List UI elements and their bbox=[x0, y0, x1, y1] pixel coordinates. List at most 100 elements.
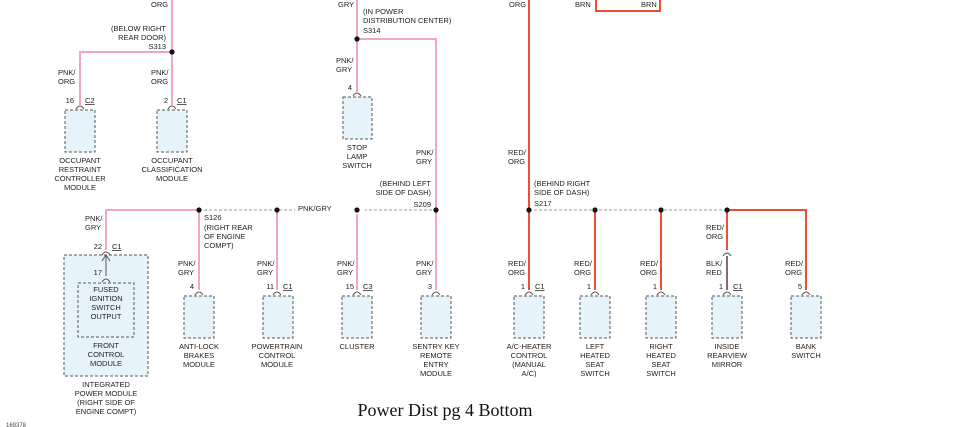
component-label-3: SWITCH bbox=[342, 161, 372, 170]
wires bbox=[79, 0, 807, 290]
connector-id: C3 bbox=[363, 282, 373, 291]
connector-box bbox=[183, 295, 215, 339]
splice-s209-location-1: (BEHIND LEFT bbox=[380, 179, 432, 188]
pin-number: 1 bbox=[521, 282, 525, 291]
connector-box bbox=[645, 295, 677, 339]
component-label-3: MODULE bbox=[261, 360, 293, 369]
connector-pin-symbol bbox=[656, 291, 666, 296]
pin-number: 3 bbox=[428, 282, 432, 291]
inner-pin-symbol bbox=[101, 278, 111, 283]
component-label-1: STOP bbox=[347, 143, 367, 152]
connector-id: C2 bbox=[85, 96, 95, 105]
connector-box bbox=[341, 295, 373, 339]
splice-s126-location-1: (RIGHT REAR bbox=[204, 223, 253, 232]
component-label-1: BANK bbox=[796, 342, 816, 351]
component-label-1: FRONT bbox=[93, 341, 119, 350]
wire-label-top-gry: GRY bbox=[338, 0, 354, 9]
splice-s314-location-1: (IN POWER bbox=[363, 7, 404, 16]
connector-id: C1 bbox=[112, 242, 122, 251]
component-cluster: 15 C3 CLUSTER bbox=[339, 282, 375, 351]
component-label-2: CONTROL bbox=[88, 350, 125, 359]
component-label-3: ENTRY bbox=[423, 360, 448, 369]
wire-label-abs-2: GRY bbox=[178, 268, 194, 277]
splice-s126-location-3: COMPT) bbox=[204, 241, 234, 250]
component-label-4: SWITCH bbox=[646, 369, 676, 378]
wire-label-s217-up-1: RED/ bbox=[508, 148, 527, 157]
wire-label-occ-restraint-1: PNK/ bbox=[58, 68, 76, 77]
component-stop-lamp-switch: 4 STOP LAMP SWITCH bbox=[342, 83, 373, 170]
pin-number: 5 bbox=[798, 282, 802, 291]
component-label-3: (MANUAL bbox=[512, 360, 546, 369]
inner-label-3: SWITCH bbox=[91, 303, 121, 312]
component-label-4: A/C) bbox=[522, 369, 538, 378]
wire-label-ac-2: ORG bbox=[508, 268, 525, 277]
wire-label-top-red-org: ORG bbox=[509, 0, 526, 9]
wire-label-bank-2: ORG bbox=[785, 268, 802, 277]
pin-number: 11 bbox=[266, 282, 274, 291]
wire-label-occ-restraint-2: ORG bbox=[58, 77, 75, 86]
wire-label-cluster-1: PNK/ bbox=[337, 259, 355, 268]
inner-fused-output-box bbox=[77, 282, 135, 338]
pin-number: 16 bbox=[66, 96, 74, 105]
splice-s314-location-2: DISTRIBUTION CENTER) bbox=[363, 16, 452, 25]
wire-label-brn-left: BRN bbox=[575, 0, 591, 9]
component-label-1: OCCUPANT bbox=[151, 156, 193, 165]
splice-s217-location-1: (BEHIND RIGHT bbox=[534, 179, 591, 188]
component-label-1: CLUSTER bbox=[339, 342, 375, 351]
pin-number: 22 bbox=[94, 242, 102, 251]
connector-pin-symbol bbox=[722, 291, 732, 296]
splice-dot-s313 bbox=[169, 49, 175, 55]
splice-s217: (BEHIND RIGHT SIDE OF DASH) S217 bbox=[534, 179, 591, 208]
connector-box bbox=[262, 295, 294, 339]
connector-box bbox=[790, 295, 822, 339]
component-label-2: HEATED bbox=[580, 351, 610, 360]
wire-label-s314-down-1: PNK/ bbox=[416, 148, 434, 157]
component-label-1: A/C-HEATER bbox=[507, 342, 552, 351]
splice-s209-name: S209 bbox=[413, 200, 431, 209]
wire-label-sentry-1: PNK/ bbox=[416, 259, 434, 268]
outer-label-2: POWER MODULE bbox=[75, 389, 138, 398]
inner-label-2: IGNITION bbox=[89, 294, 122, 303]
connector-id: C1 bbox=[177, 96, 187, 105]
inner-pin-number: 17 bbox=[94, 268, 102, 277]
wire-label-pcm-2: GRY bbox=[257, 268, 273, 277]
component-left-heated-seat-switch: 1 LEFT HEATED SEAT SWITCH bbox=[579, 282, 611, 378]
connector-box bbox=[64, 109, 96, 153]
connector-box bbox=[579, 295, 611, 339]
splice-s126-location-2: OF ENGINE bbox=[204, 232, 245, 241]
component-label-1: POWERTRAIN bbox=[252, 342, 303, 351]
component-ac-heater-control: 1 C1 A/C-HEATER CONTROL (MANUAL A/C) bbox=[507, 282, 552, 378]
connector-id: C1 bbox=[733, 282, 743, 291]
component-label-1: SENTRY KEY bbox=[412, 342, 459, 351]
component-label-3: MODULE bbox=[90, 359, 122, 368]
splice-s217-location-2: SIDE OF DASH) bbox=[534, 188, 590, 197]
wire-label-s217-up-2: ORG bbox=[508, 157, 525, 166]
component-label-1: RIGHT bbox=[649, 342, 673, 351]
component-label-2: LAMP bbox=[347, 152, 367, 161]
component-occupant-classification: 2 C1 OCCUPANT CLASSIFICATION MODULE bbox=[141, 96, 202, 183]
component-occupant-restraint: 16 C2 OCCUPANT RESTRAINT CONTROLLER MODU… bbox=[54, 96, 106, 192]
wire-label-lhs-2: ORG bbox=[574, 268, 591, 277]
component-right-heated-seat-switch: 1 RIGHT HEATED SEAT SWITCH bbox=[645, 282, 677, 378]
component-label-1: OCCUPANT bbox=[59, 156, 101, 165]
splice-s314-name: S314 bbox=[363, 26, 381, 35]
pin-number: 2 bbox=[164, 96, 168, 105]
pin-number: 4 bbox=[190, 282, 194, 291]
splice-dots bbox=[169, 36, 730, 213]
splice-dot-s217 bbox=[526, 207, 532, 213]
wire-to-bank bbox=[727, 209, 807, 290]
outer-label-1: INTEGRATED bbox=[82, 380, 130, 389]
diagram-caption: Power Dist pg 4 Bottom bbox=[357, 400, 532, 420]
connector-pin-symbol bbox=[524, 291, 534, 296]
component-sentry-key-remote-entry-module: 3 SENTRY KEY REMOTE ENTRY MODULE bbox=[412, 282, 459, 378]
splice-s217-name: S217 bbox=[534, 199, 552, 208]
splice-s209: (BEHIND LEFT SIDE OF DASH) S209 bbox=[376, 179, 432, 209]
wire-label-cluster-2: GRY bbox=[337, 268, 353, 277]
wire-bus-pnk-left bbox=[105, 209, 199, 250]
wire-label-pcm-1: PNK/ bbox=[257, 259, 275, 268]
wire-label-ac-1: RED/ bbox=[508, 259, 527, 268]
connector-pin-symbol bbox=[272, 291, 282, 296]
component-label-1: LEFT bbox=[586, 342, 605, 351]
figure-id: 169378 bbox=[6, 423, 27, 427]
